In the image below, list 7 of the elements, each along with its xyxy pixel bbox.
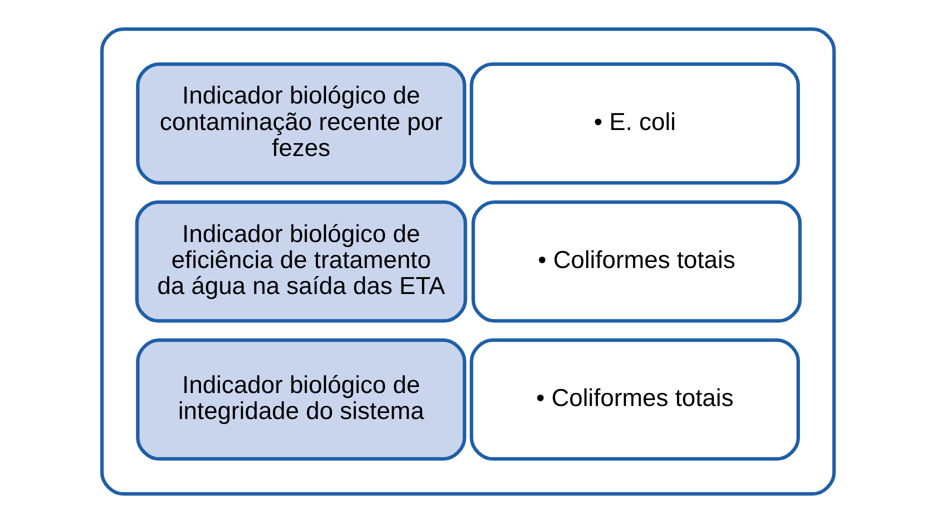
node-box: Indicador biológico de integridade do sistema bbox=[136, 338, 466, 461]
cluster bbox=[100, 27, 836, 496]
node-box: • E. coli bbox=[470, 62, 800, 185]
node-box: Indicador biológico de eficiência de tratamento da água na saída das ETA bbox=[135, 200, 468, 323]
node-box: Indicador biológico de contaminação recente por fezes bbox=[136, 62, 466, 185]
node-box: • Coliformes totais bbox=[472, 200, 802, 323]
node-box: • Coliformes totais bbox=[470, 338, 800, 461]
